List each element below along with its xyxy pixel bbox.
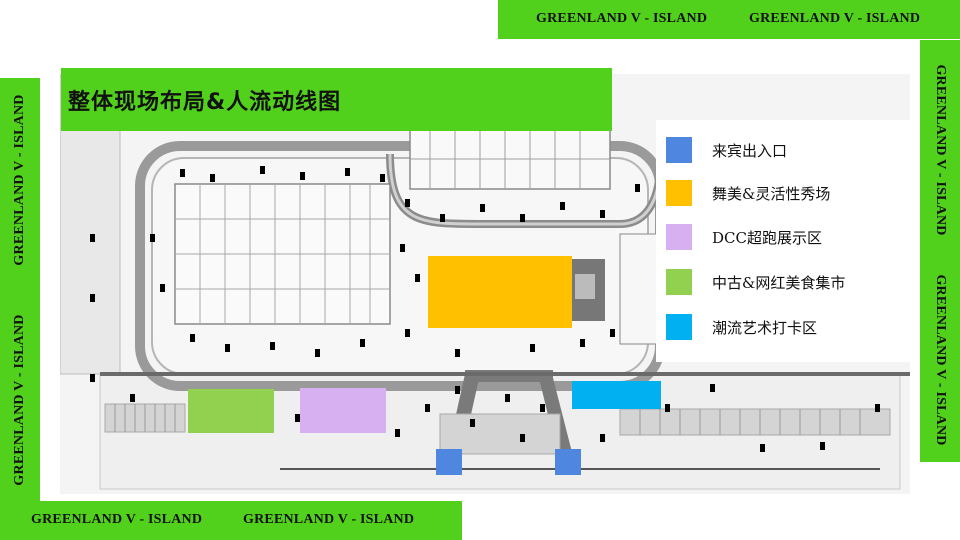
brand-text-top-2: GREENLAND V - ISLAND [749, 11, 921, 26]
legend-swatch-stage [666, 180, 692, 206]
brand-text-right-2: GREENLAND V - ISLAND [933, 274, 948, 446]
brand-text-top-1: GREENLAND V - ISLAND [536, 11, 708, 26]
brand-text-bottom-1: GREENLAND V - ISLAND [31, 512, 203, 527]
legend-swatch-entrance [666, 137, 692, 163]
legend-label-entrance: 来宾出入口 [712, 142, 788, 160]
top-brand-band [498, 0, 960, 39]
map-legend [656, 120, 920, 362]
legend-label-stage: 舞美&灵活性秀场 [712, 185, 831, 203]
zone-dcc-supercar [300, 388, 386, 433]
zone-stage-show [428, 256, 572, 328]
legend-swatch-market [666, 269, 692, 295]
brand-text-right-1: GREENLAND V - ISLAND [933, 64, 948, 236]
brand-text-bottom-2: GREENLAND V - ISLAND [243, 512, 415, 527]
zone-guest-entrance-right [555, 449, 581, 475]
title-banner [61, 68, 612, 131]
legend-swatch-dcc [666, 224, 692, 250]
page-title: 整体现场布局&人流动线图 [68, 90, 342, 115]
legend-label-dcc: DCC超跑展示区 [712, 229, 822, 247]
brand-text-left-1: GREENLAND V - ISLAND [12, 94, 27, 266]
legend-label-market: 中古&网红美食集市 [712, 274, 846, 292]
zone-vintage-food-market [188, 389, 274, 433]
bottom-brand-band [0, 501, 462, 540]
zone-trend-art-checkin [572, 381, 661, 409]
legend-swatch-trend-art [666, 314, 692, 340]
right-brand-band [920, 40, 960, 462]
left-brand-band [0, 78, 40, 502]
brand-text-left-2: GREENLAND V - ISLAND [12, 314, 27, 486]
zone-guest-entrance-left [436, 449, 462, 475]
legend-label-trend-art: 潮流艺术打卡区 [712, 319, 818, 337]
